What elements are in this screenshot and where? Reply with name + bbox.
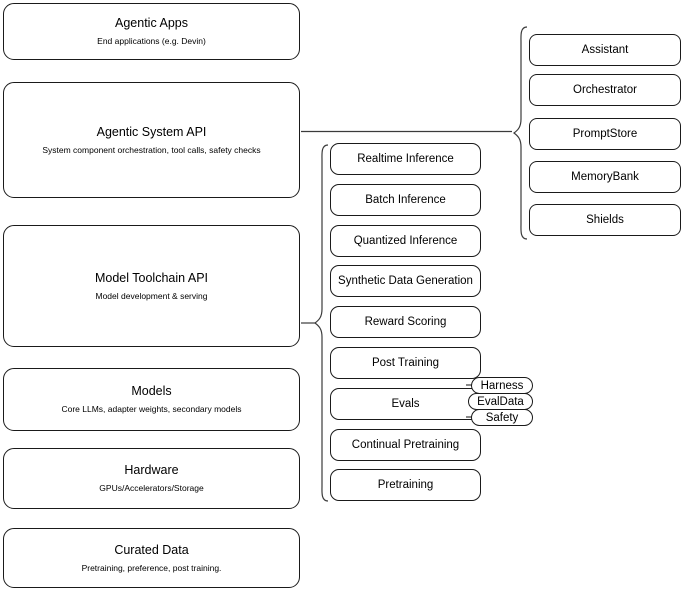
- capability-continual-pretraining[interactable]: Continual Pretraining: [330, 429, 481, 461]
- layer-curated-data[interactable]: Curated Data Pretraining, preference, po…: [3, 528, 300, 588]
- component-label: Assistant: [581, 43, 629, 56]
- chip-label: Harness: [480, 379, 524, 392]
- capability-synthetic-data-generation[interactable]: Synthetic Data Generation: [330, 265, 481, 297]
- brace-system-components: [513, 26, 528, 240]
- chip-evaldata[interactable]: EvalData: [468, 393, 533, 410]
- layer-subtitle: System component orchestration, tool cal…: [42, 144, 261, 155]
- layer-title: Hardware: [124, 463, 179, 478]
- chip-label: Safety: [485, 411, 519, 424]
- brace-toolchain-capabilities: [314, 144, 329, 502]
- capability-label: Evals: [391, 397, 420, 410]
- layer-subtitle: Core LLMs, adapter weights, secondary mo…: [61, 404, 242, 414]
- capability-realtime-inference[interactable]: Realtime Inference: [330, 143, 481, 175]
- capability-label: Reward Scoring: [364, 315, 447, 328]
- capability-reward-scoring[interactable]: Reward Scoring: [330, 306, 481, 338]
- chip-harness[interactable]: Harness: [471, 377, 533, 394]
- layer-subtitle: End applications (e.g. Devin): [97, 36, 206, 46]
- capability-evals[interactable]: Evals: [330, 388, 481, 420]
- layer-title: Model Toolchain API: [94, 270, 209, 285]
- component-label: MemoryBank: [571, 170, 639, 183]
- capability-label: Synthetic Data Generation: [338, 274, 473, 287]
- component-label: Orchestrator: [573, 83, 637, 96]
- component-label: Shields: [586, 213, 624, 226]
- layer-subtitle: Pretraining, preference, post training.: [81, 562, 222, 573]
- layer-model-toolchain-api[interactable]: Model Toolchain API Model development & …: [3, 225, 300, 347]
- layer-title: Agentic Apps: [115, 16, 188, 31]
- capability-label: Batch Inference: [365, 193, 446, 206]
- layer-title: Curated Data: [114, 542, 189, 557]
- layer-title: Agentic System API: [96, 124, 207, 139]
- component-assistant[interactable]: Assistant: [529, 34, 681, 66]
- layer-subtitle: GPUs/Accelerators/Storage: [99, 483, 204, 493]
- capability-batch-inference[interactable]: Batch Inference: [330, 184, 481, 216]
- capability-pretraining[interactable]: Pretraining: [330, 469, 481, 501]
- chip-label: EvalData: [477, 395, 524, 408]
- component-shields[interactable]: Shields: [529, 204, 681, 236]
- layer-hardware[interactable]: Hardware GPUs/Accelerators/Storage: [3, 448, 300, 509]
- capability-label: Continual Pretraining: [351, 438, 460, 451]
- layer-agentic-system-api[interactable]: Agentic System API System component orch…: [3, 82, 300, 198]
- capability-quantized-inference[interactable]: Quantized Inference: [330, 225, 481, 257]
- capability-label: Quantized Inference: [353, 234, 458, 247]
- layer-title: Models: [131, 384, 172, 399]
- component-promptstore[interactable]: PromptStore: [529, 118, 681, 150]
- component-orchestrator[interactable]: Orchestrator: [529, 74, 681, 106]
- chip-safety[interactable]: Safety: [471, 409, 533, 426]
- component-label: PromptStore: [572, 127, 638, 140]
- component-memorybank[interactable]: MemoryBank: [529, 161, 681, 193]
- capability-label: Post Training: [371, 356, 440, 369]
- capability-post-training[interactable]: Post Training: [330, 347, 481, 379]
- capability-label: Realtime Inference: [357, 152, 454, 165]
- layer-subtitle: Model development & serving: [95, 290, 208, 301]
- capability-label: Pretraining: [377, 478, 434, 491]
- layer-models[interactable]: Models Core LLMs, adapter weights, secon…: [3, 368, 300, 431]
- layer-agentic-apps[interactable]: Agentic Apps End applications (e.g. Devi…: [3, 3, 300, 60]
